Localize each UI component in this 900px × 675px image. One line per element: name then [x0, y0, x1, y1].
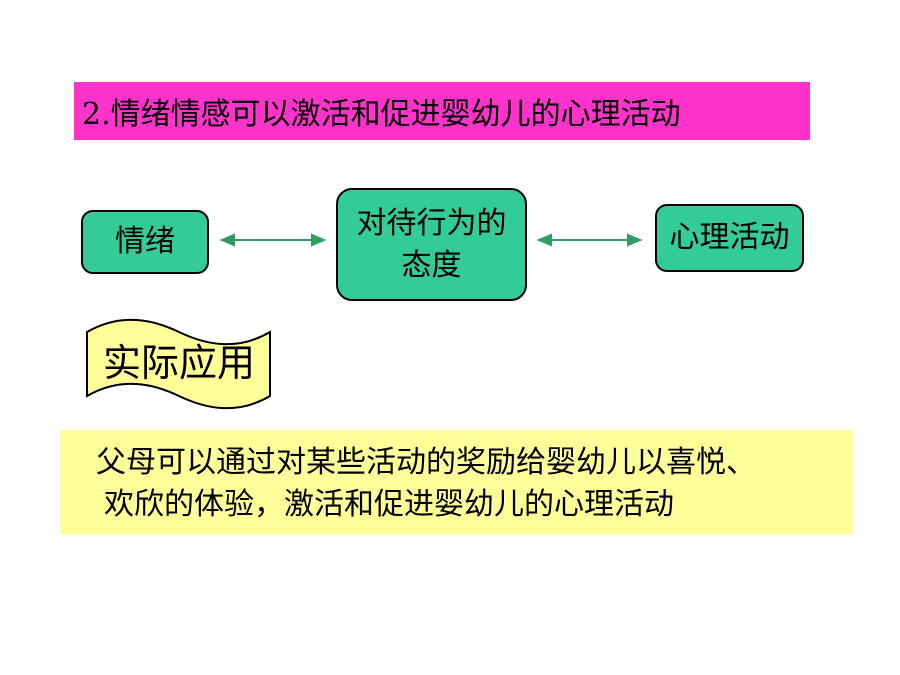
emotion-node-label: 情绪	[115, 224, 175, 259]
application-note-line-1: 父母可以通过对某些活动的奖励给婴幼儿以喜悦、	[96, 445, 756, 480]
slide-title: 2.情绪情感可以激活和促进婴幼儿的心理活动	[74, 82, 810, 140]
left-double-arrow-icon	[219, 233, 327, 247]
slide-title-text: 2.情绪情感可以激活和促进婴幼儿的心理活动	[82, 97, 681, 132]
mental-activity-node-label: 心理活动	[669, 220, 790, 255]
mental-activity-node: 心理活动	[655, 204, 804, 272]
right-double-arrow-icon	[536, 233, 643, 247]
application-note-line-2: 欢欣的体验，激活和促进婴幼儿的心理活动	[104, 487, 674, 522]
attitude-node-label-line2: 态度	[401, 247, 462, 283]
attitude-node: 对待行为的 态度	[336, 188, 527, 301]
attitude-node-label-line1: 对待行为的	[356, 205, 507, 241]
application-banner: 实际应用	[84, 318, 274, 410]
application-banner-label: 实际应用	[102, 341, 255, 385]
emotion-node: 情绪	[81, 210, 209, 274]
wavy-banner-icon	[86, 318, 271, 410]
application-note: 父母可以通过对某些活动的奖励给婴幼儿以喜悦、 欢欣的体验，激活和促进婴幼儿的心理…	[60, 430, 853, 534]
